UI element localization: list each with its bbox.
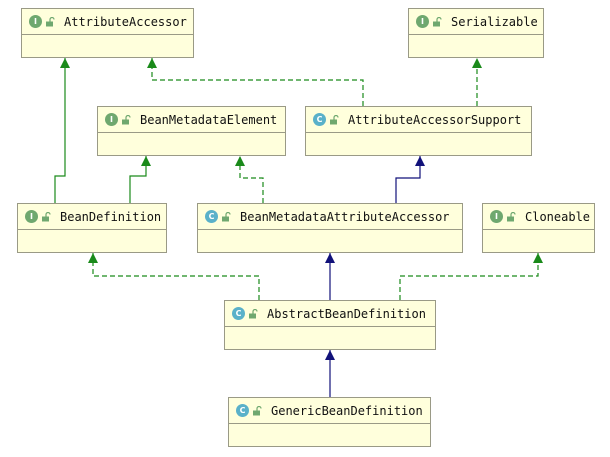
node-attribute-accessor-support[interactable]: C AttributeAccessorSupport	[305, 106, 532, 156]
node-header: C BeanMetadataAttributeAccessor	[198, 204, 462, 230]
unlock-icon	[507, 211, 516, 221]
arrowhead	[147, 58, 157, 68]
node-bean-metadata-element[interactable]: I BeanMetadataElement	[97, 106, 286, 156]
unlock-icon	[433, 16, 442, 26]
node-body	[483, 230, 594, 252]
node-body	[18, 230, 166, 252]
class-name: BeanDefinition	[60, 209, 162, 224]
arrowhead	[235, 156, 245, 166]
edge-abstract-bean-definition-to-cloneable	[399, 253, 539, 300]
interface-badge-icon: I	[490, 210, 503, 223]
arrowhead	[472, 58, 482, 68]
node-body	[306, 133, 531, 155]
class-name: Cloneable	[525, 209, 591, 224]
class-badge-icon: C	[313, 113, 326, 126]
node-header: I BeanDefinition	[18, 204, 166, 230]
node-cloneable[interactable]: I Cloneable	[482, 203, 595, 253]
interface-badge-icon: I	[416, 15, 429, 28]
node-header: I Cloneable	[483, 204, 594, 230]
unlock-icon	[222, 211, 231, 221]
arrowhead	[325, 253, 335, 263]
node-header: C AttributeAccessorSupport	[306, 107, 531, 133]
edge-abstract-bean-definition-to-bean-definition	[92, 253, 260, 300]
class-name: BeanMetadataAttributeAccessor	[240, 209, 450, 224]
edge-attribute-accessor-support-to-attribute-accessor	[151, 58, 364, 106]
node-body	[409, 35, 543, 57]
node-header: C GenericBeanDefinition	[229, 398, 430, 424]
arrowhead	[415, 156, 425, 166]
unlock-icon	[330, 114, 339, 124]
edge-bean-definition-to-attribute-accessor	[54, 58, 66, 203]
class-badge-icon: C	[232, 307, 245, 320]
class-name: GenericBeanDefinition	[271, 403, 423, 418]
arrowhead	[88, 253, 98, 263]
node-body	[229, 424, 430, 446]
node-body	[198, 230, 462, 252]
node-body	[225, 327, 435, 349]
interface-badge-icon: I	[25, 210, 38, 223]
unlock-icon	[249, 308, 258, 318]
class-badge-icon: C	[236, 404, 249, 417]
arrowhead	[325, 350, 335, 360]
node-generic-bean-definition[interactable]: C GenericBeanDefinition	[228, 397, 431, 447]
class-name: AttributeAccessor	[64, 14, 187, 29]
unlock-icon	[253, 405, 262, 415]
class-name: BeanMetadataElement	[140, 112, 278, 127]
node-header: I Serializable	[409, 9, 543, 35]
class-name: Serializable	[451, 14, 538, 29]
interface-badge-icon: I	[29, 15, 42, 28]
class-name: AbstractBeanDefinition	[267, 306, 426, 321]
node-attribute-accessor[interactable]: I AttributeAccessor	[21, 8, 194, 58]
unlock-icon	[46, 16, 55, 26]
edge-bean-metadata-attribute-accessor-to-bean-metadata-element	[239, 156, 264, 203]
node-serializable[interactable]: I Serializable	[408, 8, 544, 58]
edge-bean-metadata-attribute-accessor-to-attribute-accessor-support	[395, 156, 421, 203]
class-badge-icon: C	[205, 210, 218, 223]
interface-badge-icon: I	[105, 113, 118, 126]
node-bean-metadata-attribute-accessor[interactable]: C BeanMetadataAttributeAccessor	[197, 203, 463, 253]
arrowhead	[533, 253, 543, 263]
arrowhead	[141, 156, 151, 166]
node-abstract-bean-definition[interactable]: C AbstractBeanDefinition	[224, 300, 436, 350]
node-bean-definition[interactable]: I BeanDefinition	[17, 203, 167, 253]
unlock-icon	[122, 114, 131, 124]
class-name: AttributeAccessorSupport	[348, 112, 522, 127]
node-header: I AttributeAccessor	[22, 9, 193, 35]
node-header: I BeanMetadataElement	[98, 107, 285, 133]
node-body	[98, 133, 285, 155]
unlock-icon	[42, 211, 51, 221]
arrowhead	[60, 58, 70, 68]
node-body	[22, 35, 193, 57]
node-header: C AbstractBeanDefinition	[225, 301, 435, 327]
